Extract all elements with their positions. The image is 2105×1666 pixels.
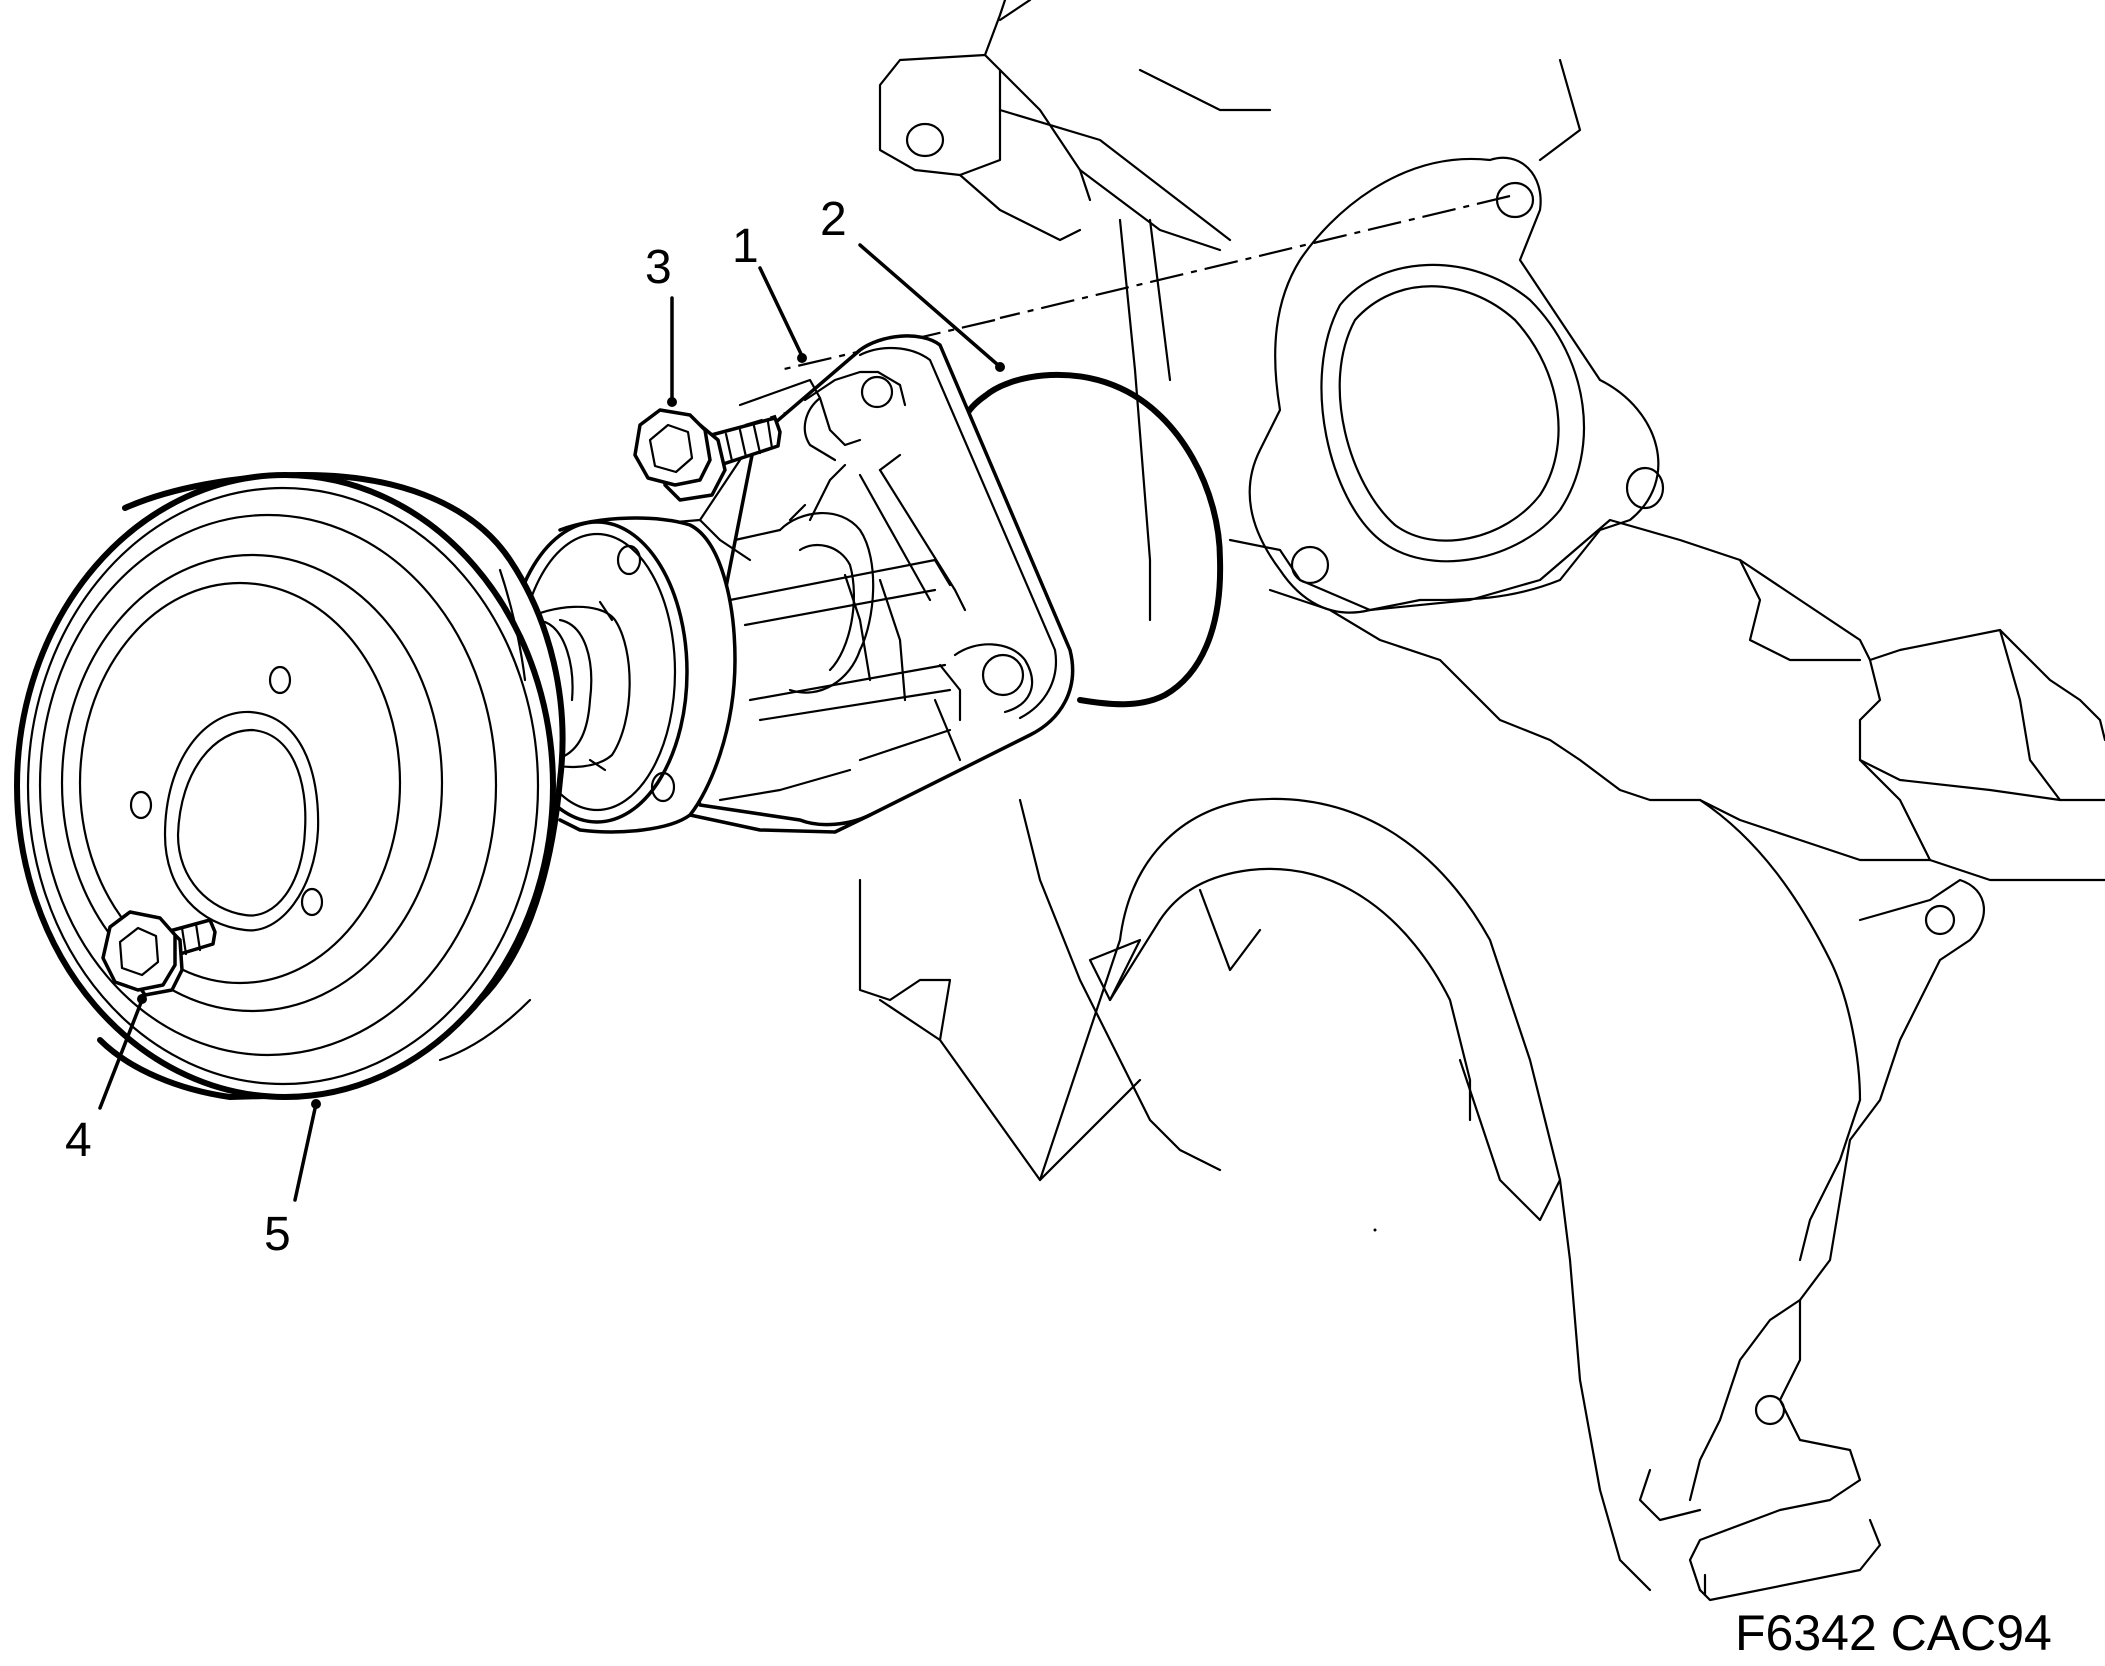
- callout-4: 4: [65, 994, 147, 1167]
- callout-1: 1: [732, 220, 807, 363]
- pump-mounting-bolt: [633, 408, 782, 502]
- pulley-mounting-bolt: [101, 910, 217, 997]
- callout-2: 2: [820, 193, 1005, 372]
- pump-pulley: [14, 471, 566, 1100]
- engine-block-housing: [858, 0, 2105, 1602]
- svg-text:5: 5: [264, 1208, 291, 1261]
- callout-3: 3: [645, 241, 677, 407]
- svg-text:3: 3: [645, 241, 672, 294]
- figure-reference-code: F6342 CAC94: [1735, 1605, 2052, 1661]
- svg-text:4: 4: [65, 1114, 92, 1167]
- callout-5: 5: [264, 1099, 321, 1261]
- svg-text:1: 1: [732, 220, 759, 273]
- svg-text:2: 2: [820, 193, 847, 246]
